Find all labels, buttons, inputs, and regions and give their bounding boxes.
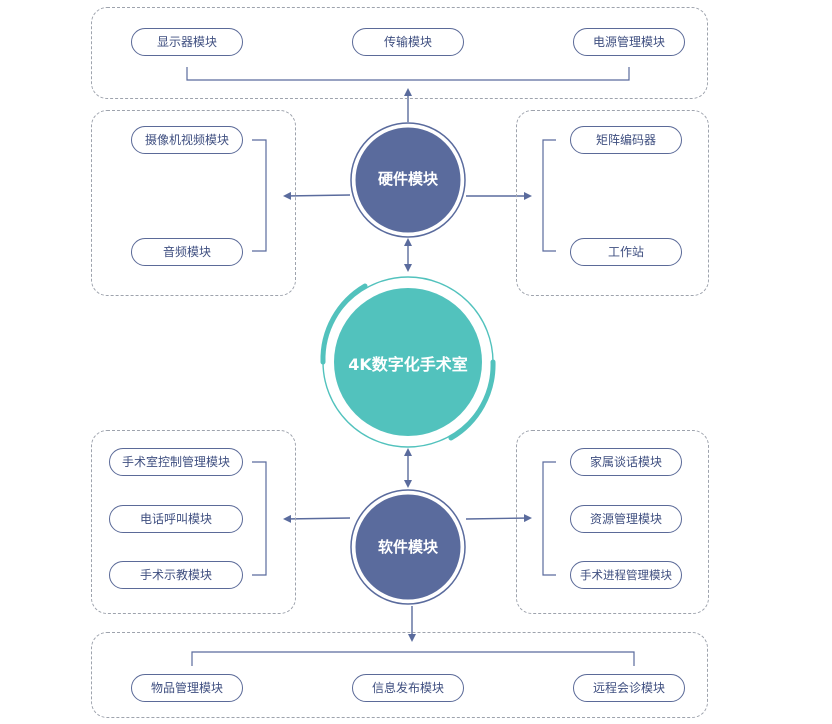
software-to-right-arrow	[465, 514, 532, 523]
software-bottom-group	[91, 632, 708, 718]
hardware-module-label: 硬件模块	[377, 170, 438, 188]
pill-info-release-module: 信息发布模块	[352, 674, 464, 702]
pill-remote-consultation-module: 远程会诊模块	[573, 674, 685, 702]
center-ring-accent-right	[448, 359, 496, 441]
hardware-left-bracket	[252, 139, 267, 252]
pill-surgery-teaching-module: 手术示教模块	[109, 561, 243, 589]
center-title-label: 4K数字化手术室	[348, 355, 468, 374]
hardware-right-bracket	[542, 139, 556, 252]
software-left-group	[91, 430, 296, 614]
pill-transmission-module: 传输模块	[352, 28, 464, 56]
pill-power-management-module: 电源管理模块	[573, 28, 685, 56]
hardware-right-group	[516, 110, 709, 296]
pill-audio-module: 音频模块	[131, 238, 243, 266]
software-left-bracket	[252, 461, 267, 576]
top-group-connector	[186, 67, 630, 81]
pill-camera-video-module: 摄像机视频模块	[131, 126, 243, 154]
hardware-circle	[352, 124, 464, 236]
pill-display-module: 显示器模块	[131, 28, 243, 56]
pill-matrix-encoder: 矩阵编码器	[570, 126, 682, 154]
pill-phone-call-module: 电话呼叫模块	[109, 505, 243, 533]
pill-resource-management-module: 资源管理模块	[570, 505, 682, 533]
software-module-label: 软件模块	[377, 538, 438, 556]
pill-surgery-progress-management-module: 手术进程管理模块	[570, 561, 682, 589]
software-circle	[352, 491, 464, 603]
software-right-group	[516, 430, 709, 614]
pill-or-control-management-module: 手术室控制管理模块	[109, 448, 243, 476]
hardware-left-group	[91, 110, 296, 296]
center-circle	[334, 288, 482, 436]
pill-family-conversation-module: 家属谈话模块	[570, 448, 682, 476]
software-right-bracket	[542, 461, 556, 576]
bottom-group-connector	[191, 651, 635, 666]
hardware-top-group	[91, 7, 708, 99]
center-ring-accent-left	[320, 283, 368, 365]
pill-item-management-module: 物品管理模块	[131, 674, 243, 702]
pill-workstation: 工作站	[570, 238, 682, 266]
